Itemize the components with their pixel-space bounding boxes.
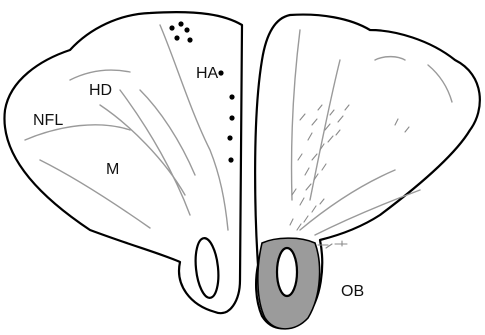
label-ha: HA — [196, 65, 219, 82]
marker-dot — [229, 115, 234, 120]
left-stalk-ring — [193, 237, 221, 299]
right-fold-6 — [315, 190, 420, 235]
left-fold-7 — [140, 90, 195, 175]
left-leaf-outline — [4, 12, 242, 313]
left-fold-4 — [100, 105, 185, 195]
label-nfl: NFL — [33, 112, 63, 129]
right-fold-1 — [292, 30, 300, 200]
right-fold-4 — [428, 65, 452, 102]
left-fold-3 — [40, 160, 150, 228]
marker-dot — [187, 37, 192, 42]
marker-dot — [218, 70, 223, 75]
marker-dot — [184, 27, 189, 32]
marker-dot — [228, 157, 233, 162]
right-stalk-ring — [277, 248, 297, 296]
marker-dot — [169, 25, 174, 30]
label-hd: HD — [89, 82, 112, 99]
marker-dot — [174, 35, 179, 40]
marker-dot — [227, 135, 232, 140]
left-fold-1 — [70, 70, 130, 80]
right-dash-hatching — [290, 105, 409, 248]
left-leaf: HD HA NFL M — [4, 12, 242, 313]
left-fold-5 — [120, 90, 190, 215]
right-leaf: OB — [255, 15, 480, 329]
label-ob: OB — [341, 283, 364, 300]
marker-dot — [229, 94, 234, 99]
label-m: M — [106, 161, 119, 178]
right-fold-3 — [375, 57, 405, 60]
marker-dot — [178, 21, 183, 26]
